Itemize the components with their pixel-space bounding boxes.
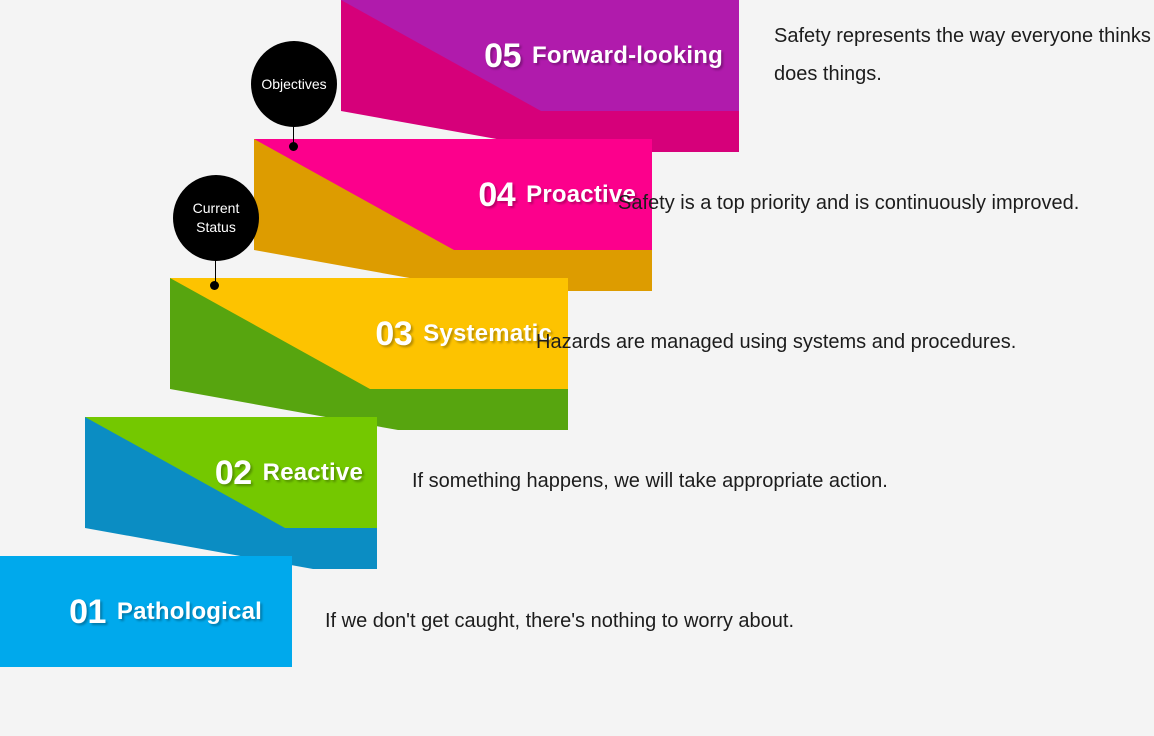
current-status-connector-line — [215, 250, 216, 287]
objectives-connector-dot — [289, 142, 298, 151]
step-overhang-03 — [170, 389, 568, 430]
step-face-01 — [0, 556, 292, 667]
marker-badge-current-status[interactable]: Current Status — [173, 175, 259, 261]
step-shape-02 — [85, 417, 377, 569]
step-diagonal-05 — [341, 0, 541, 111]
marker-badge-objectives-label: Objectives — [261, 75, 327, 92]
step-description-01: If we don't get caught, there's nothing … — [325, 610, 795, 632]
step-description-02: If something happens, we will take appro… — [412, 470, 888, 492]
step-description-03: Hazards are managed using systems and pr… — [536, 331, 1017, 353]
marker-badge-current-status-label-line1: Current — [192, 200, 240, 216]
step-block-05[interactable]: 05 Forward-looking — [341, 0, 739, 152]
diagram-canvas: 05 Forward-looking 04 Proactive 03 Syste… — [0, 0, 1154, 667]
step-description-04: Safety is a top priority and is continuo… — [618, 192, 1080, 214]
step-description-05: Safety represents the way everyone think… — [774, 25, 1154, 85]
step-block-03[interactable]: 03 Systematic — [170, 278, 568, 430]
step-shape-04 — [254, 139, 652, 291]
step-overhang-02 — [85, 528, 377, 569]
current-status-connector-dot — [210, 281, 219, 290]
step-shape-01 — [0, 556, 292, 667]
marker-badge-objectives[interactable]: Objectives — [251, 41, 337, 127]
step-block-04[interactable]: 04 Proactive — [254, 139, 652, 291]
step-diagonal-03 — [170, 278, 370, 389]
step-shape-03 — [170, 278, 568, 430]
objectives-connector-line — [293, 110, 294, 147]
step-diagonal-02 — [85, 417, 285, 528]
step-diagonal-04 — [254, 139, 454, 250]
marker-badge-current-status-label-line2: Status — [196, 219, 236, 235]
